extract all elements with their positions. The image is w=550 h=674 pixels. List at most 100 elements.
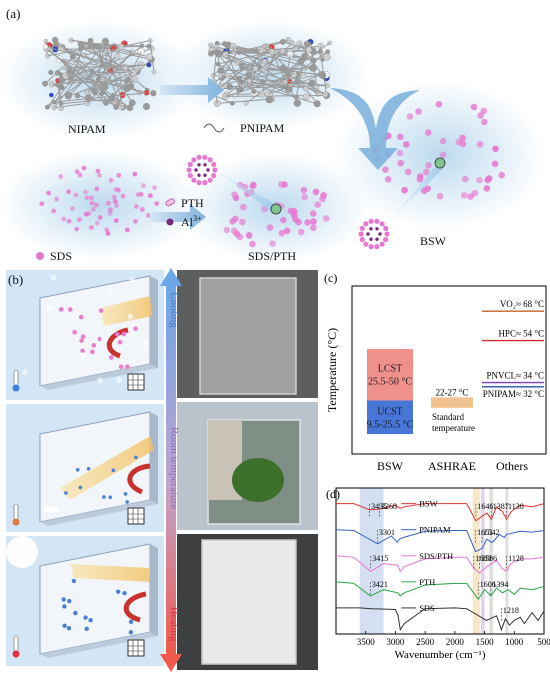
peak-label: 1542 <box>484 528 500 537</box>
light-beam-cooling <box>100 296 152 326</box>
surfactant-dot <box>74 169 80 175</box>
surfactant-dot <box>304 219 311 226</box>
micelle-head <box>191 177 197 183</box>
pnipam-molecules <box>208 37 332 108</box>
surfactant-dot <box>406 113 414 120</box>
surfactant-dot <box>69 206 75 212</box>
peak-label: 3415 <box>372 554 388 563</box>
window-dot <box>75 467 80 472</box>
surfactant-dot <box>236 233 244 241</box>
molecule-bond <box>114 45 133 53</box>
panel-b: ❄❄❄❄❄❄❄❄❄❄❄❄ Cooling Room temperature He… <box>0 268 320 674</box>
window-dot <box>58 307 64 312</box>
peak-label: 1218 <box>503 606 519 615</box>
window-dot <box>128 630 134 635</box>
surfactant-dot <box>382 166 389 173</box>
window-dot <box>88 617 93 623</box>
window-dot <box>117 339 123 345</box>
temperature-arrow-down <box>160 654 182 672</box>
molecule-bond <box>217 63 297 98</box>
building-icon-cooling <box>127 373 145 391</box>
surfactant-dot <box>104 227 110 233</box>
legend-label: PNIPAM <box>419 525 451 535</box>
surfactant-dot <box>229 218 236 225</box>
surfactant-dot <box>105 231 111 236</box>
surfactant-dot <box>300 186 308 194</box>
absorption-band <box>489 488 493 634</box>
snowflake-icon: ❄ <box>47 304 55 314</box>
sds-to-sdspth-arrow <box>150 204 206 230</box>
window-dot <box>98 308 104 313</box>
surfactant-dot <box>111 194 117 200</box>
molecule-atom <box>114 53 121 60</box>
surfactant-dot <box>232 194 240 202</box>
snowflake-icon: ❄ <box>100 335 108 345</box>
surfactant-dot <box>73 192 79 198</box>
surfactant-dot <box>94 202 99 208</box>
snowflake-icon: ❄ <box>141 338 149 348</box>
micelle-head <box>211 161 217 167</box>
molecule-atom <box>303 93 310 101</box>
window-dot <box>97 336 103 342</box>
surfactant-dot <box>249 240 256 248</box>
molecule-bond <box>69 71 93 95</box>
surfactant-dot <box>269 240 276 247</box>
surfactant-dot <box>107 207 113 213</box>
molecule-bond <box>77 95 130 109</box>
panel-d-label: (d) <box>326 487 340 501</box>
surfactant-dot <box>97 172 102 178</box>
snowflake-icon: ❄ <box>79 353 87 363</box>
window-dot <box>78 485 83 490</box>
window-dot <box>80 334 86 339</box>
surfactant-dot <box>139 207 145 212</box>
snowflake-icons: ❄❄❄❄❄❄❄❄❄❄❄❄ <box>21 273 149 386</box>
sds-dots <box>39 165 159 236</box>
window-dot <box>73 610 78 616</box>
surfactant-dot <box>114 203 119 208</box>
surfactant-dot <box>239 218 246 226</box>
surfactant-dot <box>283 227 291 235</box>
micelle-head <box>196 154 202 160</box>
micelle-head <box>212 167 218 173</box>
molecule-bond <box>217 98 273 104</box>
peak-label: 1586 <box>481 554 497 563</box>
surfactant-dot <box>77 172 83 178</box>
micelle-head <box>379 221 385 227</box>
molecule-bond <box>62 46 112 100</box>
surfactant-dot <box>397 159 405 167</box>
window-dot <box>67 598 72 604</box>
molecule-bond <box>240 81 316 89</box>
sds-pth-label: SDS/PTH <box>248 249 297 263</box>
micelle-head <box>368 244 374 250</box>
surfactant-dot <box>435 101 443 108</box>
molecule-bond <box>272 53 295 75</box>
bsw-range-name: LCST <box>378 364 402 375</box>
micelle-head <box>207 177 213 183</box>
surfactant-dot <box>436 193 444 200</box>
window-dot <box>114 331 120 337</box>
molecule-atom <box>118 43 125 51</box>
sds-legend-symbol <box>36 252 44 260</box>
window-dot <box>78 314 84 320</box>
molecule-bond <box>228 75 285 84</box>
molecule-bond <box>217 51 272 65</box>
window-dot <box>64 491 68 495</box>
nipam-label: NIPAM <box>68 122 106 136</box>
al-label-charge: 3+ <box>193 214 202 223</box>
thermometer-room-icon <box>12 503 20 526</box>
surfactant-dot <box>81 165 87 171</box>
surfactant-dot <box>439 151 447 159</box>
x-tick-label: 500 <box>537 637 550 647</box>
surfactant-dot <box>384 176 392 183</box>
surfactant-dot <box>483 185 491 192</box>
surfactant-dot <box>278 229 286 237</box>
window-cooling <box>39 275 158 390</box>
surfactant-dot <box>498 171 505 179</box>
surfactant-dot <box>309 210 317 217</box>
micelle-head <box>368 218 374 224</box>
surfactant-dot <box>230 227 238 235</box>
surfactant-dot <box>84 195 90 201</box>
molecule-bond <box>106 48 124 108</box>
